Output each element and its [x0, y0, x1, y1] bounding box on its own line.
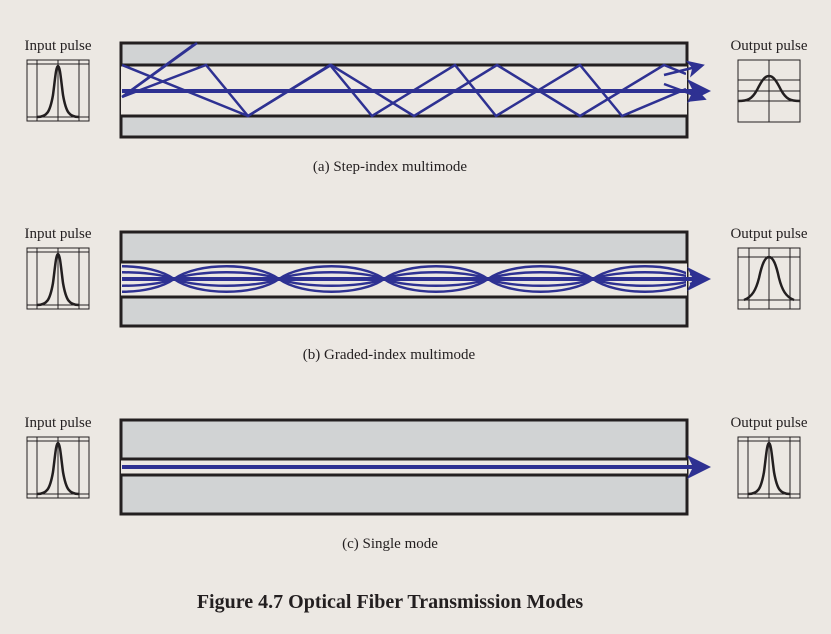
lost-ray [121, 41, 198, 99]
graded-ray-path [122, 277, 686, 287]
output-pulse-label: Output pulse [730, 38, 807, 54]
figure-title: Figure 4.7 Optical Fiber Transmission Mo… [197, 591, 584, 613]
graded-ray-exit-up [689, 272, 708, 281]
graded-ray-path [122, 265, 686, 281]
input-pulse-graph [26, 436, 90, 499]
sinusoidal-rays [122, 265, 686, 293]
output-pulse-curve [743, 255, 795, 302]
input-pulse-label: Input pulse [24, 226, 91, 242]
caption-step-index: (a) Step-index multimode [313, 159, 467, 175]
output-pulse-graph [737, 436, 801, 499]
oblique-ray-up [663, 60, 705, 78]
output-pulse-label: Output pulse [730, 415, 807, 431]
graded-ray-path [122, 271, 686, 281]
oblique-ray-down [663, 82, 707, 102]
panel-graded-index: Input pulse Output pulse (b) Graded-inde [24, 226, 807, 363]
input-pulse-graph [26, 59, 90, 122]
input-pulse-label: Input pulse [24, 415, 91, 431]
graded-ray-exit-down [689, 277, 708, 286]
output-pulse-curve [747, 441, 791, 496]
output-pulse-graph [737, 59, 801, 123]
panel-single-mode: Input pulse Output pulse (c) Single mode [24, 415, 807, 552]
panel-step-index: Input pulse Output pulse [24, 38, 807, 175]
input-pulse-label: Input pulse [24, 38, 91, 54]
input-pulse-curve [36, 441, 80, 496]
output-pulse-graph [737, 247, 801, 310]
caption-single-mode: (c) Single mode [342, 536, 438, 552]
input-pulse-curve [36, 64, 80, 119]
input-pulse-graph [26, 247, 90, 310]
output-pulse-label: Output pulse [730, 226, 807, 242]
graded-ray-path [122, 277, 686, 293]
caption-graded-index: (b) Graded-index multimode [303, 347, 476, 363]
input-pulse-curve [36, 252, 80, 307]
output-pulse-curve [737, 74, 801, 103]
